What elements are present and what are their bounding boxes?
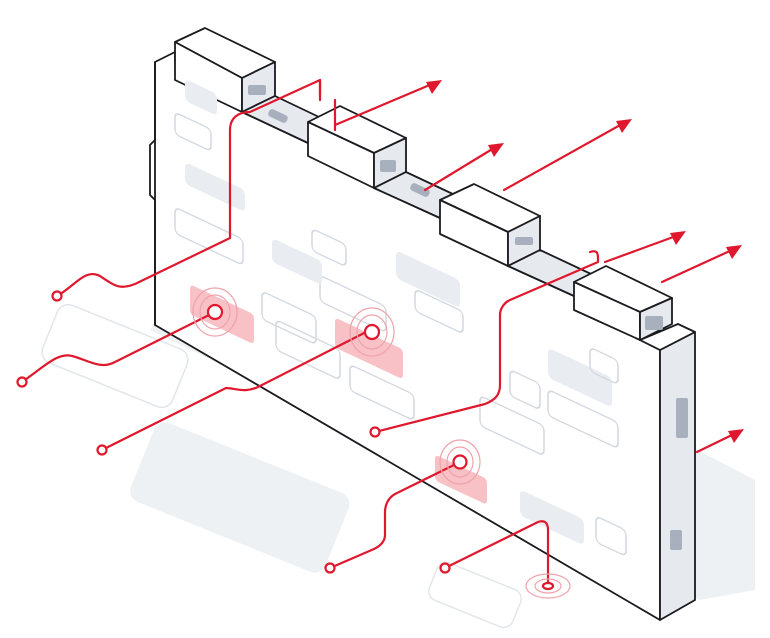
shadow-panel-large [130, 422, 350, 573]
wire-node-1-end [16, 376, 28, 388]
wire-arrow-3 [502, 122, 624, 192]
connection-nodes [192, 287, 571, 599]
network-connection-arrow-icon [728, 429, 744, 443]
merlon-3-slot [515, 237, 533, 245]
gap-2-slot [410, 183, 430, 197]
wire-1-end-node [51, 290, 63, 302]
wire-inner [373, 250, 600, 434]
side-slot-lower [670, 530, 682, 550]
arrow-heads [426, 80, 744, 443]
wire-ground [443, 520, 550, 586]
side-slot-upper [676, 398, 688, 438]
wire-1 [55, 78, 322, 298]
wire-arrow-2 [423, 146, 496, 192]
merlon-4-slot [645, 316, 663, 330]
connection-node-icon [439, 439, 481, 485]
connection-wires [16, 78, 736, 586]
network-connection-arrow-icon [488, 143, 504, 157]
connection-node-icon [349, 307, 395, 357]
wire-arrow-5 [660, 248, 734, 284]
shadow-panel-outline-bottom [428, 561, 522, 629]
wire-node-3-end [324, 562, 336, 574]
wire-node-1 [20, 310, 217, 384]
wall-right-top [639, 323, 696, 351]
wire-inner-end [369, 426, 381, 438]
connection-node-icon [525, 573, 571, 599]
wire-arrow-4 [603, 234, 678, 264]
gap-1-slot [268, 109, 288, 123]
firewall-wall [149, 27, 696, 621]
network-connection-arrow-icon [670, 231, 686, 245]
merlon-2-slot [380, 160, 396, 172]
network-connection-arrow-icon [426, 80, 442, 94]
merlon-1-slot [248, 85, 266, 95]
wire-node-3 [328, 460, 462, 570]
network-connection-arrow-icon [616, 119, 632, 133]
wire-node-2-end [96, 444, 108, 456]
connection-node-icon [192, 287, 238, 337]
network-connection-arrow-icon [726, 245, 742, 259]
wall-left-edge [149, 61, 156, 326]
wall-right-face [659, 331, 696, 621]
wire-ground-end [439, 562, 451, 574]
wire-arrow-6 [695, 432, 736, 454]
shadow-panel-outline [41, 303, 189, 409]
wire-node-2 [100, 328, 372, 452]
wire-arrow-1 [333, 82, 434, 132]
